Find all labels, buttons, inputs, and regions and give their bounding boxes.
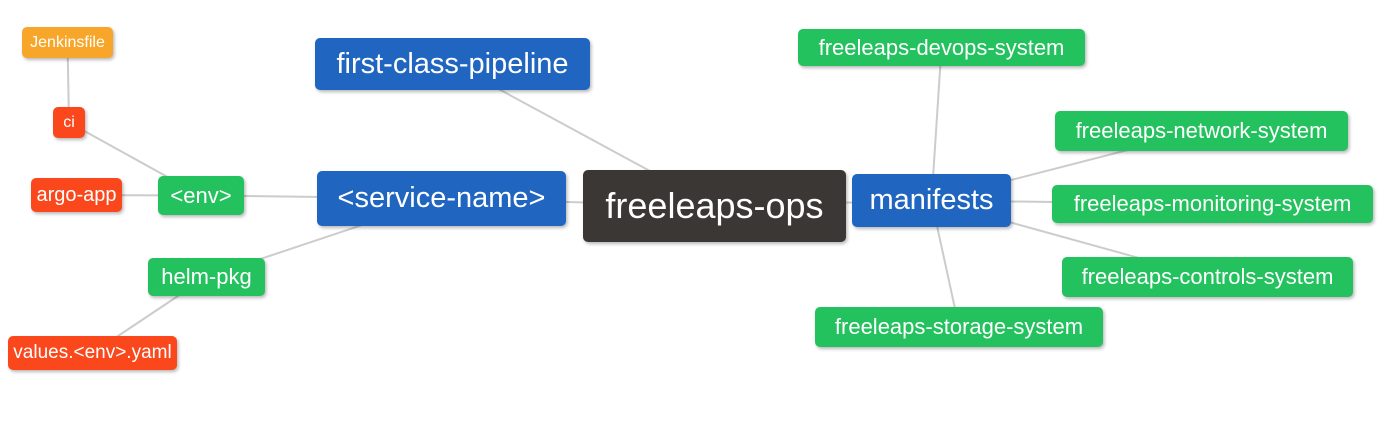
- node-label: helm-pkg: [161, 264, 252, 289]
- node-service-name[interactable]: <service-name>: [317, 171, 566, 226]
- node-label: values.<env>.yaml: [13, 342, 172, 363]
- node-label: argo-app: [36, 183, 117, 206]
- node-label: first-class-pipeline: [336, 47, 569, 80]
- node-freeleaps-ops[interactable]: freeleaps-ops: [583, 170, 846, 242]
- node-label: Jenkinsfile: [30, 33, 105, 51]
- node-jenkinsfile[interactable]: Jenkinsfile: [22, 27, 113, 58]
- node-values-env-yaml[interactable]: values.<env>.yaml: [8, 336, 177, 370]
- node-label: <service-name>: [337, 182, 546, 214]
- node-label: <env>: [170, 182, 232, 208]
- node-controls-system[interactable]: freeleaps-controls-system: [1062, 257, 1353, 297]
- node-first-class-pipeline[interactable]: first-class-pipeline: [315, 38, 590, 90]
- node-label: ci: [63, 113, 75, 131]
- node-helm-pkg[interactable]: helm-pkg: [148, 258, 265, 296]
- node-label: freeleaps-controls-system: [1081, 264, 1334, 289]
- node-env[interactable]: <env>: [158, 176, 244, 215]
- node-ci[interactable]: ci: [53, 107, 85, 138]
- node-network-system[interactable]: freeleaps-network-system: [1055, 111, 1348, 151]
- node-label: freeleaps-storage-system: [834, 314, 1084, 339]
- node-label: freeleaps-ops: [605, 185, 824, 226]
- node-manifests[interactable]: manifests: [852, 174, 1011, 227]
- node-label: freeleaps-monitoring-system: [1073, 191, 1352, 216]
- node-label: freeleaps-devops-system: [818, 34, 1065, 60]
- node-argo-app[interactable]: argo-app: [31, 178, 122, 212]
- node-devops-system[interactable]: freeleaps-devops-system: [798, 29, 1085, 66]
- node-label: freeleaps-network-system: [1075, 118, 1328, 143]
- node-storage-system[interactable]: freeleaps-storage-system: [815, 307, 1103, 347]
- node-label: manifests: [869, 184, 994, 216]
- node-monitoring-system[interactable]: freeleaps-monitoring-system: [1052, 185, 1373, 223]
